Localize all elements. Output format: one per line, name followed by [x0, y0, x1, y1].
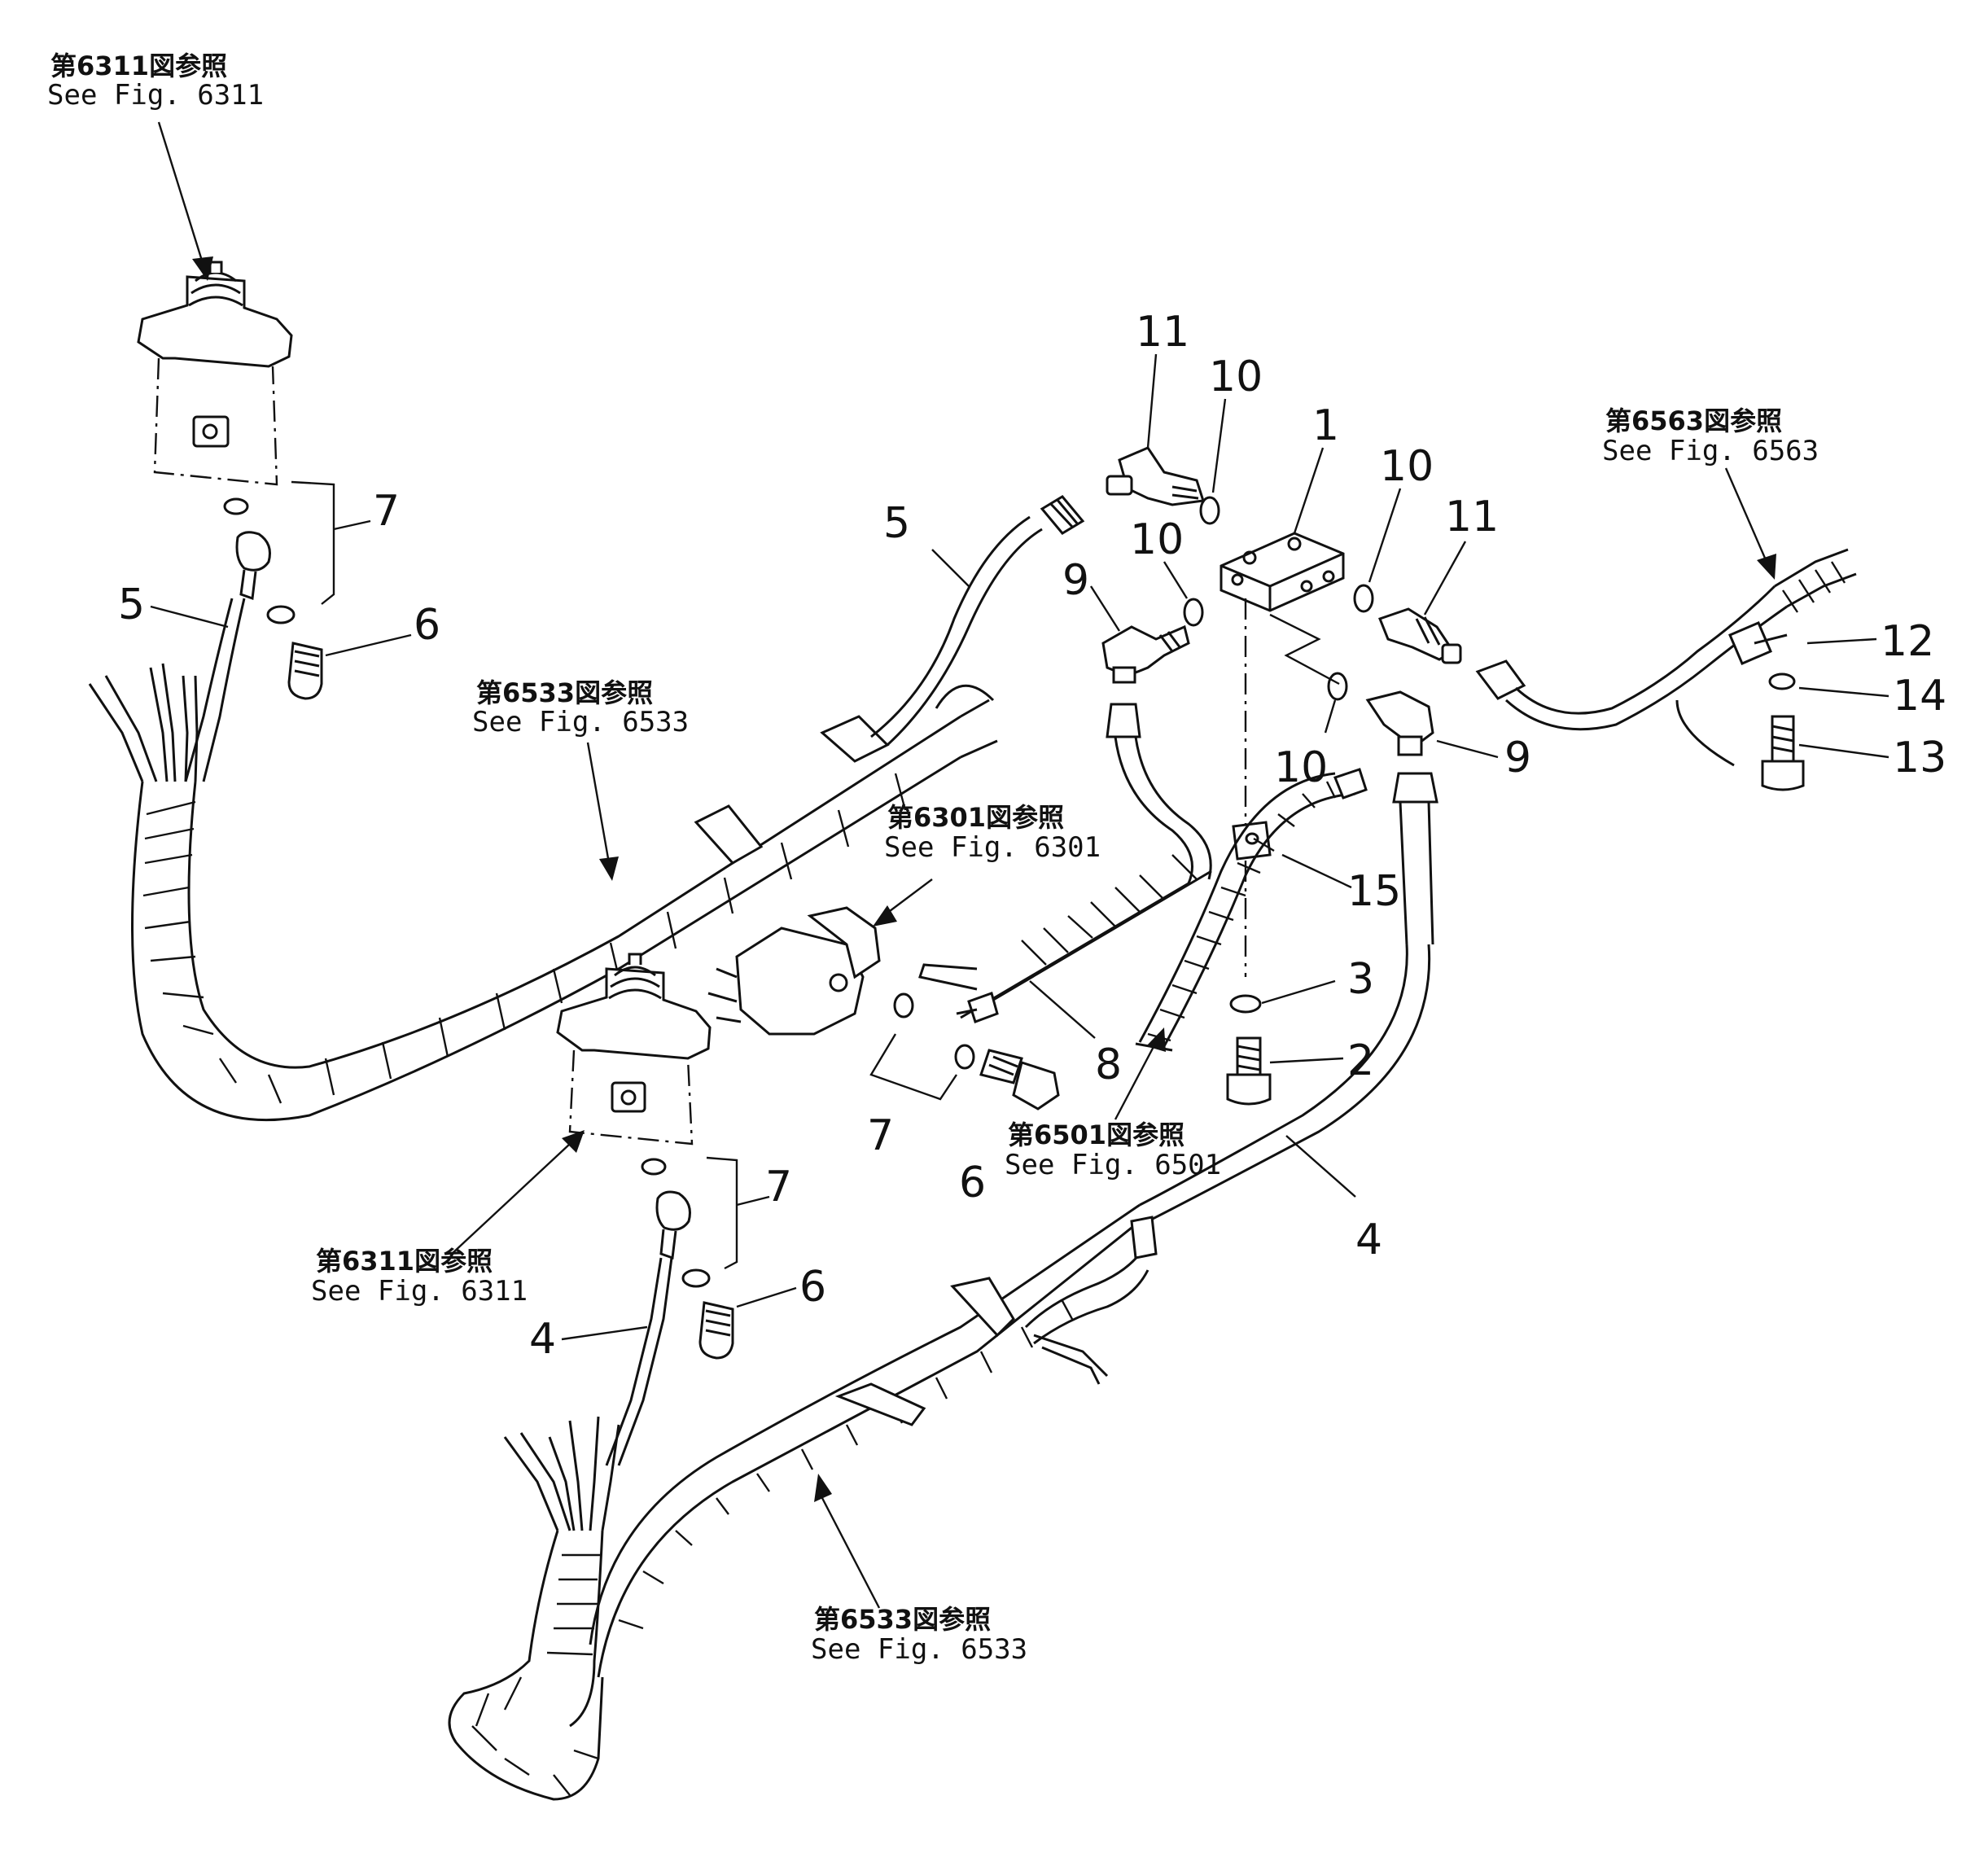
callout-8: 8 [1095, 1040, 1122, 1089]
callout-15: 15 [1347, 867, 1401, 916]
o-ring-10-b [1183, 598, 1204, 627]
callout-10-b: 10 [1130, 515, 1184, 564]
callout-6-lower: 6 [799, 1263, 826, 1312]
elbow-fitting-9-left [1101, 624, 1190, 684]
ref-en-text: See Fig. 6533 [472, 706, 689, 738]
callout-10-d: 10 [1274, 743, 1328, 792]
ref-ja-text: 第6301図参照 [887, 802, 1064, 833]
hose-8 [918, 703, 1212, 1023]
ref-en-text: See Fig. 6563 [1602, 435, 1819, 467]
callout-3: 3 [1347, 955, 1374, 1004]
fitting-group-lower [641, 1156, 738, 1360]
ref-en-text: See Fig. 6501 [1005, 1149, 1221, 1181]
block-1 [1220, 532, 1345, 612]
callout-13: 13 [1893, 734, 1946, 782]
ref-label-6533-lower: 第6533図参照 See Fig. 6533 [811, 1604, 1027, 1666]
ref-label-6563: 第6563図参照 See Fig. 6563 [1602, 405, 1819, 467]
bracket-line-7-mid [869, 1033, 957, 1101]
callout-5-upper-right: 5 [883, 499, 910, 548]
callouts: 7 5 6 5 11 10 1 10 9 10 11 12 14 13 9 10… [118, 308, 1946, 1364]
callout-1: 1 [1312, 401, 1339, 450]
callout-7-mid: 7 [867, 1111, 894, 1160]
callout-6-mid: 6 [959, 1159, 986, 1207]
callout-14: 14 [1893, 672, 1946, 721]
bolt-13 [1761, 715, 1805, 791]
callout-5-upper-left: 5 [118, 580, 145, 629]
callout-7-lower: 7 [765, 1163, 792, 1211]
o-ring-10-a [1199, 496, 1220, 525]
leader-lines [150, 121, 1889, 1609]
o-ring-7-mid-a [893, 992, 914, 1019]
washer-14 [1768, 672, 1796, 690]
ref-label-6311-mid: 第6311図参照 See Fig. 6311 [311, 1246, 528, 1308]
ref-ja-text: 第6533図参照 [814, 1604, 991, 1635]
bolt-6-mid [979, 1049, 1060, 1111]
callout-4-lower: 4 [529, 1315, 556, 1364]
hose-right-6563 [1475, 548, 1857, 767]
callout-4-right: 4 [1355, 1216, 1382, 1264]
solenoid-valve [707, 906, 881, 1036]
hose-4-right [1139, 772, 1438, 1223]
callout-9-left: 9 [1062, 556, 1089, 605]
hose-bundle-upper [88, 598, 998, 1122]
hose-bundle-lower [448, 1203, 1158, 1801]
ref-ja-text: 第6311図参照 [316, 1246, 493, 1277]
callout-9-right: 9 [1504, 734, 1531, 782]
callout-10-c: 10 [1380, 442, 1434, 491]
ref-ja-text: 第6501図参照 [1008, 1119, 1184, 1150]
callout-12: 12 [1881, 617, 1934, 666]
ref-label-6311-top: 第6311図参照 See Fig. 6311 [47, 50, 264, 112]
ref-en-text: See Fig. 6533 [811, 1633, 1027, 1666]
bracket-line-15 [1232, 598, 1272, 977]
hose-wrapped-6501 [1135, 768, 1368, 1052]
ref-ja-text: 第6311図参照 [50, 50, 227, 81]
o-ring-10-d [1327, 672, 1348, 701]
elbow-fitting-9-right [1365, 690, 1434, 756]
callout-6-upper-left: 6 [414, 601, 440, 650]
hose-5-upper [870, 495, 1085, 747]
elbow-fitting-11-right [1378, 607, 1462, 664]
o-ring-10-c [1353, 584, 1374, 613]
callout-7-upper-left: 7 [373, 487, 400, 536]
ref-ja-text: 第6533図参照 [476, 677, 653, 708]
ref-en-text: See Fig. 6301 [884, 831, 1101, 864]
o-ring-7-mid-b [954, 1044, 975, 1070]
pilot-valve-lower [556, 953, 712, 1146]
ref-label-6533-upper: 第6533図参照 See Fig. 6533 [472, 677, 689, 738]
callout-10-a: 10 [1209, 353, 1263, 401]
fitting-group-upper-left [223, 480, 335, 700]
ref-en-text: See Fig. 6311 [311, 1275, 528, 1308]
callout-11-right: 11 [1445, 493, 1499, 541]
elbow-fitting-11-left [1106, 446, 1205, 506]
ref-label-6301: 第6301図参照 See Fig. 6301 [884, 802, 1101, 864]
ref-ja-text: 第6563図参照 [1605, 405, 1782, 436]
ref-en-text: See Fig. 6311 [47, 79, 264, 112]
bolt-2 [1226, 1036, 1272, 1106]
callout-11-left: 11 [1136, 308, 1189, 357]
ref-label-6501: 第6501図参照 See Fig. 6501 [1005, 1119, 1221, 1181]
washer-3 [1229, 994, 1262, 1014]
pilot-valve-upper-left [137, 261, 293, 486]
callout-2: 2 [1347, 1036, 1374, 1085]
